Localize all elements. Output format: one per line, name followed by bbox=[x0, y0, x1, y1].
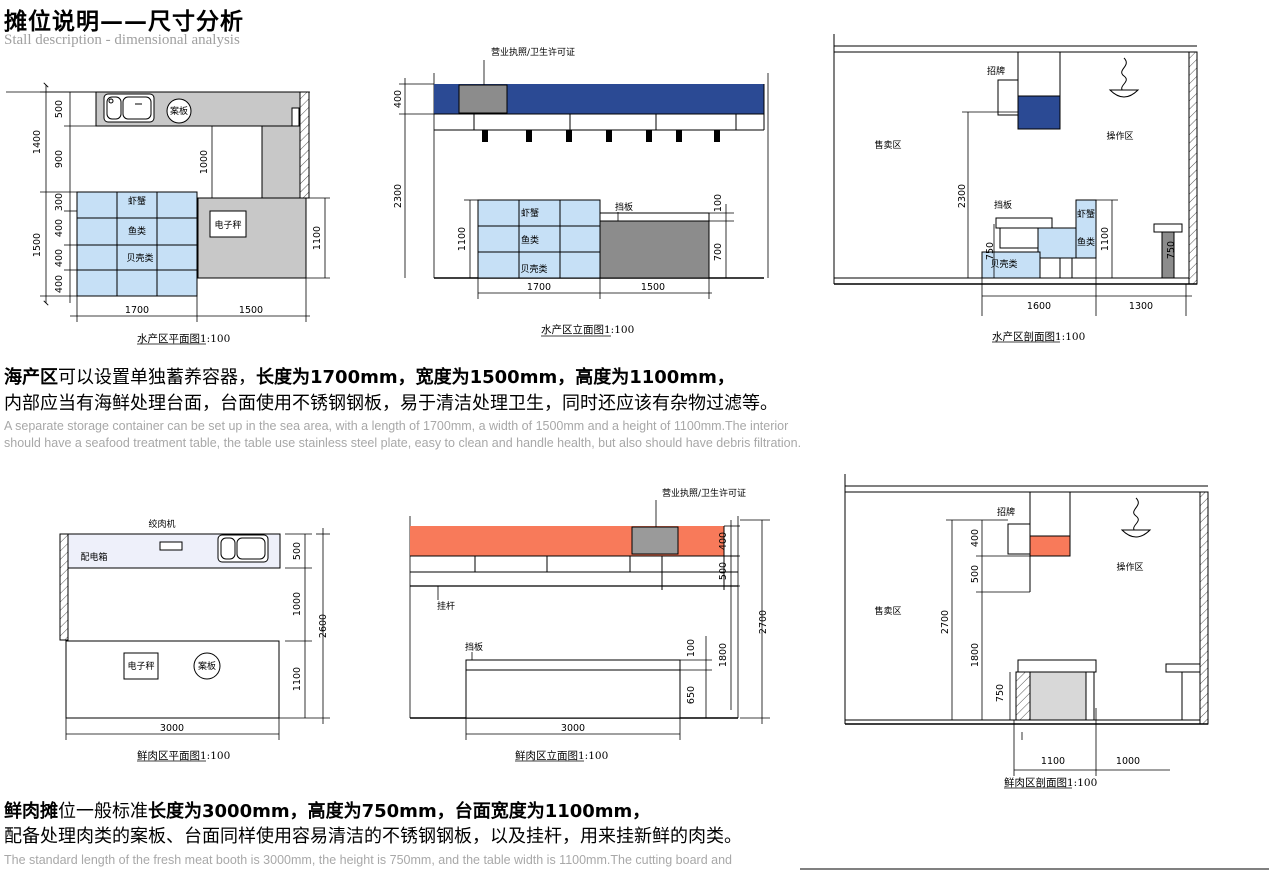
seafood-plan-dim-900: 900 bbox=[54, 150, 65, 168]
meat-section-dim-2700: 2700 bbox=[940, 610, 951, 634]
meat-section-dim-500: 500 bbox=[970, 565, 981, 583]
seafood-elevation-dim-2300: 2300 bbox=[393, 184, 404, 208]
seafood-section-dim-1600: 1600 bbox=[1027, 301, 1051, 312]
seafood-plan-dim-400b: 400 bbox=[54, 249, 65, 267]
seafood-section-dim-750b: 750 bbox=[1166, 241, 1177, 259]
seafood-plan-bin-shell: 贝壳类 bbox=[126, 252, 153, 264]
meat-section bbox=[844, 474, 1209, 789]
seafood-section-bin-shell: 贝壳类 bbox=[990, 258, 1017, 270]
meat-section-dim-1000: 1000 bbox=[1116, 756, 1140, 767]
seafood-plan-dim-1000: 1000 bbox=[199, 150, 210, 174]
seafood-elevation-license-label: 营业执照/卫生许可证 bbox=[491, 46, 575, 58]
meat-elevation-dim-2700: 2700 bbox=[758, 610, 769, 634]
meat-plan-dim-1000: 1000 bbox=[292, 592, 303, 616]
meat-section-dim-1800: 1800 bbox=[970, 643, 981, 667]
seafood-elevation-bin-shell: 贝壳类 bbox=[520, 263, 547, 275]
seafood-elevation-bin-fish: 鱼类 bbox=[521, 234, 539, 246]
seafood-desc-line2: 内部应当有海鲜处理台面，台面使用不锈钢钢板，易于清洁处理卫生，同时还应该有杂物过… bbox=[4, 393, 778, 414]
seafood-elevation-dim-1100: 1100 bbox=[457, 227, 468, 251]
meat-elevation-caption: 鲜肉区立面图1:100 bbox=[515, 749, 608, 762]
seafood-elevation bbox=[399, 60, 769, 337]
meat-plan-caption: 鲜肉区平面图1:100 bbox=[137, 749, 230, 762]
seafood-section-dim-2300: 2300 bbox=[957, 184, 968, 208]
meat-plan-dim-2600: 2600 bbox=[318, 614, 329, 638]
seafood-plan-dim-1500v: 1500 bbox=[32, 233, 43, 257]
page-title: 摊位说明——尺寸分析 bbox=[4, 8, 244, 35]
meat-section-caption: 鲜肉区剖面图1:100 bbox=[1004, 776, 1097, 789]
meat-elevation-dim-650: 650 bbox=[686, 686, 697, 704]
meat-elevation bbox=[409, 500, 770, 762]
meat-plan-box-label: 配电箱 bbox=[80, 551, 107, 563]
seafood-plan-caption: 水产区平面图1:100 bbox=[137, 332, 230, 345]
seafood-elevation-dim-700: 700 bbox=[713, 243, 724, 261]
seafood-plan-board-label: 案板 bbox=[170, 105, 188, 117]
meat-section-dim-400: 400 bbox=[970, 529, 981, 547]
seafood-section-bin-shrimp: 虾蟹 bbox=[1077, 208, 1095, 220]
seafood-section-sales-label: 售卖区 bbox=[874, 139, 901, 151]
seafood-elevation-dim-1500: 1500 bbox=[641, 282, 665, 293]
seafood-section-dim-1100: 1100 bbox=[1100, 227, 1111, 251]
meat-section-sign-label: 招牌 bbox=[997, 506, 1015, 518]
meat-desc-line1: 鲜肉摊位一般标准长度为3000mm，高度为750mm，台面宽度为1100mm， bbox=[4, 801, 651, 822]
meat-plan-dim-3000: 3000 bbox=[160, 723, 184, 734]
seafood-elevation-guard-label: 挡板 bbox=[615, 201, 633, 213]
meat-elevation-dim-100: 100 bbox=[686, 639, 697, 657]
meat-elevation-dim-500: 500 bbox=[718, 562, 729, 580]
seafood-elevation-spotlights bbox=[482, 130, 720, 142]
seafood-plan-dim-300: 300 bbox=[54, 193, 65, 211]
seafood-section-bin-fish: 鱼类 bbox=[1077, 236, 1095, 248]
page-subtitle: Stall description - dimensional analysis bbox=[4, 32, 240, 48]
seafood-section-dim-1300: 1300 bbox=[1129, 301, 1153, 312]
seafood-plan-dim-1500h: 1500 bbox=[239, 305, 263, 316]
seafood-plan-dim-400a: 400 bbox=[54, 219, 65, 237]
meat-section-dim-750: 750 bbox=[995, 684, 1006, 702]
seafood-elevation-caption: 水产区立面图1:100 bbox=[541, 323, 634, 336]
meat-plan bbox=[59, 528, 330, 762]
meat-plan-grinder-label: 绞肉机 bbox=[148, 518, 175, 530]
seafood-elevation-dim-1700: 1700 bbox=[527, 282, 551, 293]
meat-elevation-dim-400: 400 bbox=[718, 532, 729, 550]
seafood-plan bbox=[6, 82, 330, 345]
seafood-desc-en1: A separate storage container can be set … bbox=[4, 419, 789, 433]
seafood-section-sign-label: 招牌 bbox=[987, 65, 1005, 77]
seafood-elevation-bin-shrimp: 虾蟹 bbox=[521, 207, 539, 219]
seafood-elevation-dim-100: 100 bbox=[713, 194, 724, 212]
seafood-section-work-label: 操作区 bbox=[1106, 130, 1133, 142]
meat-plan-dim-1100: 1100 bbox=[292, 667, 303, 691]
seafood-plan-bin-fish: 鱼类 bbox=[128, 225, 146, 237]
seafood-section-dim-750a: 750 bbox=[985, 242, 996, 260]
meat-plan-board-label: 案板 bbox=[198, 660, 216, 672]
seafood-elevation-dim-400: 400 bbox=[393, 90, 404, 108]
meat-elevation-dim-3000: 3000 bbox=[561, 723, 585, 734]
meat-elevation-guard-label: 挡板 bbox=[465, 641, 483, 653]
meat-plan-dim-500: 500 bbox=[292, 542, 303, 560]
meat-desc-en1: The standard length of the fresh meat bo… bbox=[4, 853, 732, 867]
seafood-section-guard-label: 挡板 bbox=[994, 199, 1012, 211]
meat-elevation-license-label: 营业执照/卫生许可证 bbox=[662, 487, 746, 499]
seafood-plan-dim-1400: 1400 bbox=[32, 130, 43, 154]
seafood-section bbox=[833, 34, 1198, 343]
seafood-desc-line1: 海产区可以设置单独蓄养容器，长度为1700mm，宽度为1500mm，高度为110… bbox=[4, 367, 735, 388]
seafood-desc-en2: should have a seafood treatment table, t… bbox=[4, 436, 802, 450]
seafood-plan-dim-1100: 1100 bbox=[312, 226, 323, 250]
seafood-plan-dim-400c: 400 bbox=[54, 275, 65, 293]
seafood-plan-scale-label: 电子秤 bbox=[214, 219, 241, 231]
meat-elevation-pole-label: 挂杆 bbox=[437, 600, 455, 612]
meat-plan-scale-label: 电子秤 bbox=[127, 660, 154, 672]
meat-section-dim-1100: 1100 bbox=[1041, 756, 1065, 767]
seafood-plan-dim-500: 500 bbox=[54, 100, 65, 118]
meat-section-sales-label: 售卖区 bbox=[874, 605, 901, 617]
seafood-section-caption: 水产区剖面图1:100 bbox=[992, 330, 1085, 343]
seafood-plan-dim-1700: 1700 bbox=[125, 305, 149, 316]
meat-section-work-label: 操作区 bbox=[1116, 561, 1143, 573]
meat-desc-line2: 配备处理肉类的案板、台面同样使用容易清洁的不锈钢钢板，以及挂杆，用来挂新鲜的肉类… bbox=[4, 826, 742, 847]
meat-elevation-dim-1800: 1800 bbox=[718, 643, 729, 667]
seafood-plan-bin-shrimp: 虾蟹 bbox=[128, 195, 146, 207]
